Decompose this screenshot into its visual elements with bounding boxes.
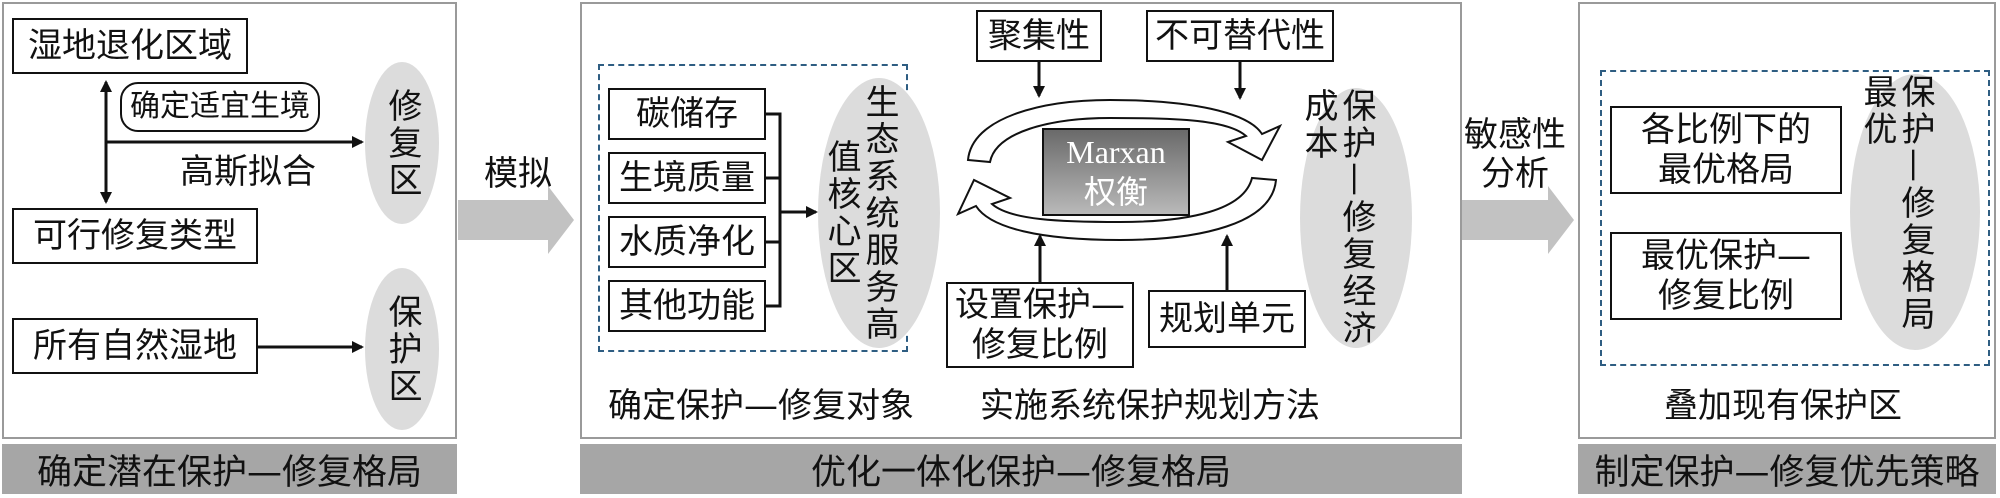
panel1-footer: 确定潜在保护—修复格局 bbox=[2, 444, 457, 494]
optimal-pattern-text: 保护—修复格局最优 bbox=[1856, 74, 1972, 350]
degraded-wetland-box: 湿地退化区域 bbox=[12, 18, 248, 74]
economic-cost-label-left: 经济成本 bbox=[1297, 88, 1377, 347]
optimal-pattern-ellipse: 保护—修复格局最优 bbox=[1850, 74, 1980, 350]
marxan-box: Marxan 权衡 bbox=[1042, 128, 1190, 216]
panel3-footer: 制定保护—修复优先策略 bbox=[1578, 444, 1996, 494]
aggregation-box: 聚集性 bbox=[976, 10, 1102, 62]
service-box-habitat: 生境质量 bbox=[608, 152, 766, 204]
natural-wetland-box: 所有自然湿地 bbox=[12, 318, 258, 374]
service-box-carbon: 碳储存 bbox=[608, 88, 766, 140]
best-layout-box: 各比例下的 最优格局 bbox=[1610, 106, 1842, 194]
overlay-caption: 叠加现有保护区 bbox=[1664, 386, 1902, 426]
gauss-fitting-label: 高斯拟合 bbox=[180, 152, 316, 192]
ratio-setting-box: 设置保护— 修复比例 bbox=[946, 282, 1134, 368]
marxan-name: Marxan bbox=[1066, 134, 1166, 170]
protect-zone-label: 保护区 bbox=[382, 293, 423, 405]
service-box-water: 水质净化 bbox=[608, 216, 766, 268]
method-caption: 实施系统保护规划方法 bbox=[980, 386, 1320, 426]
panel2-footer: 优化一体化保护—修复格局 bbox=[580, 444, 1462, 494]
overlay-dashed-frame bbox=[1600, 70, 1990, 366]
economic-cost-ellipse: 保护—修复经济成本 bbox=[1297, 88, 1413, 348]
best-ratio-box: 最优保护— 修复比例 bbox=[1610, 232, 1842, 320]
cycle-arrow-bottom bbox=[955, 176, 1278, 242]
economic-cost-text: 保护—修复经济成本 bbox=[1297, 88, 1413, 348]
objects-caption: 确定保护—修复对象 bbox=[608, 386, 914, 426]
simulate-big-arrow bbox=[458, 186, 574, 254]
service-box-other: 其他功能 bbox=[608, 280, 766, 332]
suitable-habitat-box: 确定适宜生境 bbox=[120, 82, 320, 132]
sensitivity-big-arrow bbox=[1462, 186, 1574, 254]
marxan-tradeoff: 权衡 bbox=[1083, 173, 1148, 211]
core-area-text: 生态系统服务高值核心区 bbox=[820, 78, 936, 348]
repair-zone-ellipse: 修复区 bbox=[365, 62, 439, 224]
simulate-label: 模拟 bbox=[484, 154, 552, 194]
economic-cost-label-right: 保护—修复 bbox=[1336, 88, 1377, 273]
feasible-type-box: 可行修复类型 bbox=[12, 208, 258, 264]
repair-zone-label: 修复区 bbox=[382, 87, 423, 199]
optimal-pattern-label-right: 保护—修复格局 bbox=[1895, 74, 1936, 333]
service-bracket bbox=[766, 112, 782, 308]
planning-unit-box: 规划单元 bbox=[1148, 290, 1306, 348]
core-area-label-left: 高值核心区 bbox=[820, 139, 900, 343]
sensitivity-label: 敏感性 分析 bbox=[1464, 115, 1566, 195]
cycle-arrow-top bbox=[966, 98, 1283, 164]
core-area-label-right: 生态系统服务 bbox=[859, 83, 900, 306]
protect-zone-ellipse: 保护区 bbox=[365, 268, 439, 430]
irreplaceable-box: 不可替代性 bbox=[1146, 10, 1334, 62]
optimal-pattern-label-left: 最优 bbox=[1856, 74, 1897, 148]
core-area-ellipse: 生态系统服务高值核心区 bbox=[818, 78, 940, 348]
